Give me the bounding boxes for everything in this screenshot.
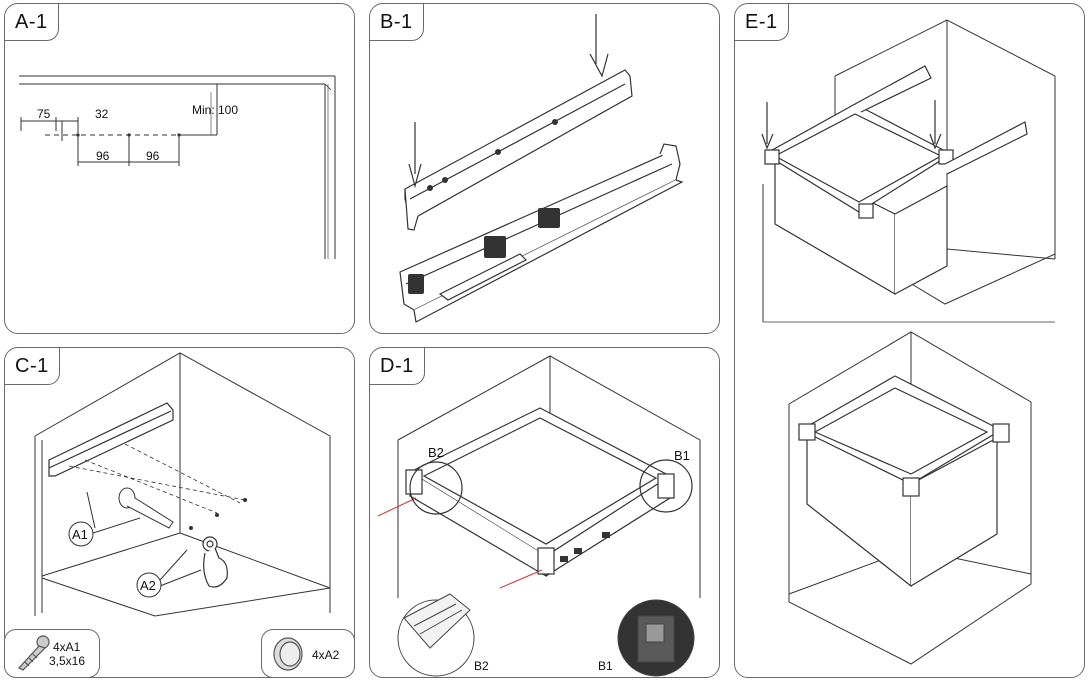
dim-32: 32	[95, 107, 109, 121]
cap-quantity: 4xA2	[312, 648, 340, 662]
dim-min-100: Min: 100	[192, 103, 238, 117]
step-tag-b1: B-1	[370, 4, 424, 41]
callout-a1: A1	[72, 527, 88, 542]
step-tag-e1: E-1	[735, 4, 789, 41]
panel-a1: A-1	[4, 3, 355, 334]
panel-d1: D-1 B2 B1	[369, 347, 720, 678]
panel-b1: B-1	[369, 3, 720, 334]
panel-e1: E-1	[734, 3, 1085, 678]
parts-box-caps: 4xA2	[261, 629, 355, 678]
callout-b2: B2	[428, 445, 444, 460]
screw-icon	[18, 635, 50, 671]
callout-b1: B1	[674, 448, 690, 463]
screw-quantity: 4xA1	[53, 640, 81, 654]
step-tag-a1: A-1	[5, 4, 59, 41]
step-tag-c1: C-1	[5, 348, 60, 385]
detail-label-b2: B2	[474, 659, 489, 673]
basket-installation-drawing	[761, 19, 1056, 665]
runner-fixing-drawing: A1 A2	[34, 352, 331, 617]
cover-cap-icon	[273, 637, 303, 671]
parts-box-screws: 4xA1 3,5x16	[4, 629, 100, 678]
frame-mounting-drawing: B2 B1 B2 B1	[377, 355, 701, 677]
dim-96-first: 96	[96, 149, 110, 163]
callout-a2: A2	[140, 578, 156, 593]
panel-c1: C-1	[4, 347, 355, 678]
screw-size: 3,5x16	[49, 654, 86, 668]
drawer-runner-drawing	[399, 14, 684, 323]
dim-75: 75	[37, 107, 51, 121]
step-tag-d1: D-1	[370, 348, 425, 385]
dim-96-second: 96	[146, 149, 160, 163]
cabinet-dimension-drawing: 75 32 Min: 100 96 96	[19, 75, 336, 259]
detail-label-b1: B1	[598, 659, 613, 673]
